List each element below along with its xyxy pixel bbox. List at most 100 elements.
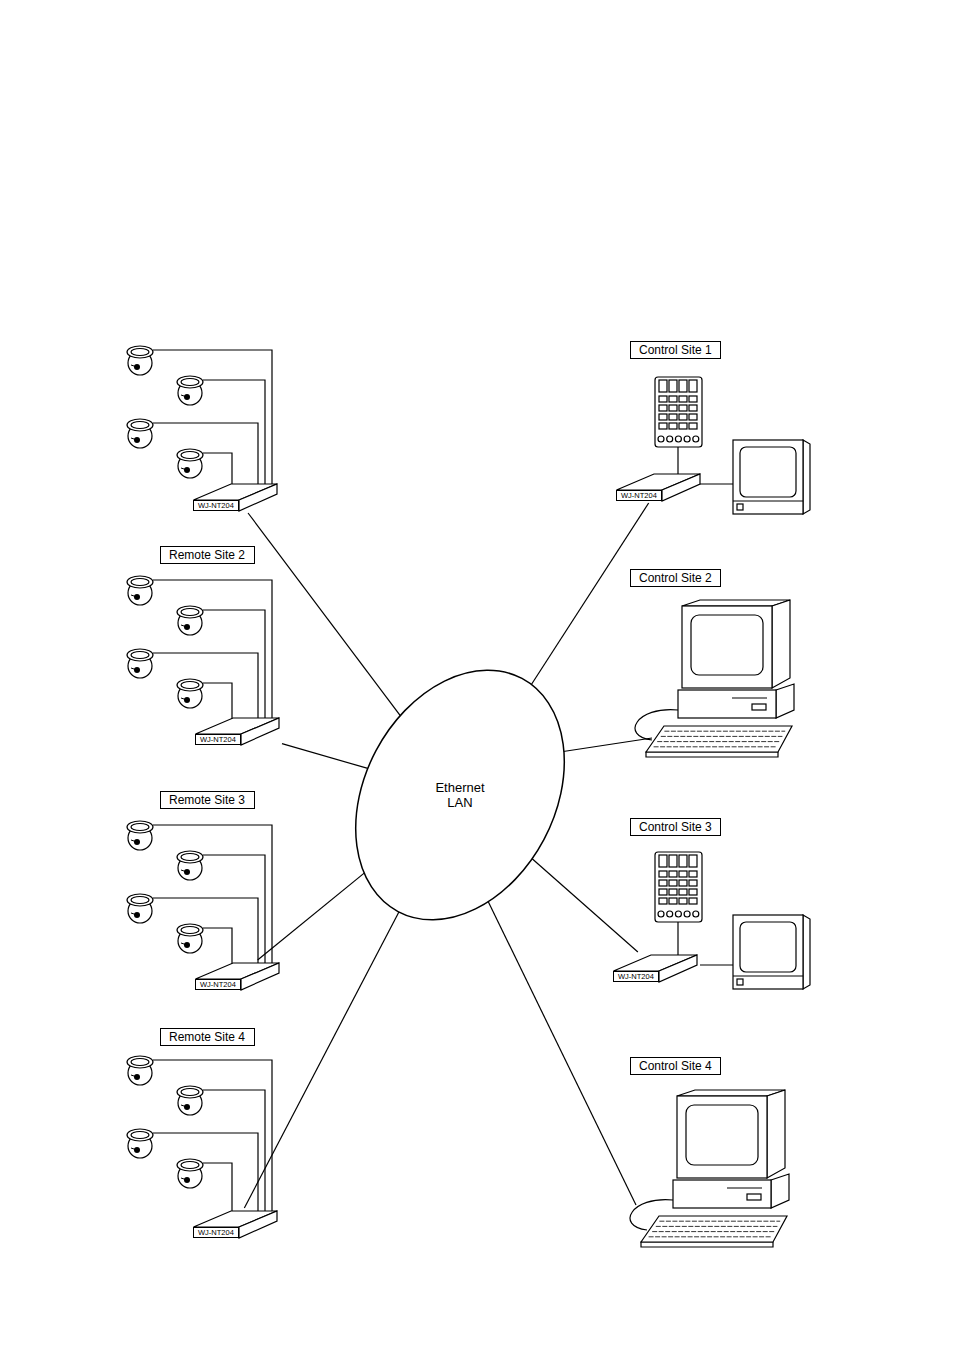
network-cable	[560, 738, 652, 752]
controller-button	[675, 911, 681, 917]
monitor-control	[737, 979, 743, 985]
unit-model: WJ-NT204	[613, 971, 659, 982]
controller-key	[689, 423, 697, 429]
controller-key	[659, 405, 667, 411]
controller-key	[659, 423, 667, 429]
camera-mount-inner	[131, 579, 149, 586]
cpu-drive	[752, 704, 766, 710]
site-name: Remote Site 3	[160, 791, 255, 809]
keyboard-edge	[646, 752, 778, 757]
controller-display	[689, 380, 697, 392]
keyboard-row	[649, 1236, 772, 1237]
camera-lens-line	[181, 625, 187, 627]
controller-key	[659, 396, 667, 402]
camera-lens-line	[131, 913, 137, 915]
controller-key	[669, 880, 677, 886]
network-cable	[282, 744, 368, 769]
monitor-front	[682, 606, 772, 688]
network-unit: WJ-NT204	[195, 961, 281, 991]
unit-side	[239, 484, 277, 511]
dome-camera	[127, 1129, 153, 1158]
unit-side	[241, 963, 279, 990]
controller-key	[659, 889, 667, 895]
network-unit: WJ-NT204	[195, 716, 281, 746]
cpu-side	[771, 1174, 789, 1208]
monitor-panel	[733, 976, 803, 977]
camera-lens-line	[181, 468, 187, 470]
site-name: Control Site 1	[630, 341, 721, 359]
camera-mount-inner	[181, 927, 199, 934]
keyboard-row	[661, 736, 783, 737]
controller-key	[659, 414, 667, 420]
camera-cable	[203, 683, 232, 722]
monitor-cable	[700, 964, 733, 965]
dome-camera	[127, 1056, 153, 1085]
controller-key	[679, 396, 687, 402]
camera-mount	[127, 894, 153, 906]
camera-cable	[153, 350, 272, 488]
camera-mount-inner	[131, 824, 149, 831]
camera-lens-line	[181, 698, 187, 700]
controller-key	[689, 880, 697, 886]
controller-body	[655, 377, 702, 447]
network-cable	[258, 873, 365, 960]
camera-mount-inner	[181, 682, 199, 689]
network-cable	[531, 503, 648, 684]
site-name: Control Site 3	[630, 818, 721, 836]
unit-side	[662, 474, 700, 501]
network-unit: WJ-NT204	[193, 482, 279, 512]
camera-cable	[203, 1163, 232, 1215]
camera-cable	[203, 453, 232, 488]
cpu-front	[678, 690, 776, 718]
monitor-side	[803, 915, 810, 989]
camera-mount	[177, 606, 203, 618]
controller-key	[669, 396, 677, 402]
camera-cable	[153, 653, 258, 722]
monitor-side	[772, 600, 790, 688]
camera-mount	[127, 1056, 153, 1068]
monitor-screen	[691, 615, 763, 675]
network-unit: WJ-NT204	[613, 953, 699, 983]
keyboard-row	[657, 741, 779, 742]
monitor-side	[803, 440, 810, 514]
keyboard-row	[652, 1231, 774, 1232]
camera-mount-inner	[131, 349, 149, 356]
controller-button	[684, 436, 690, 442]
dome-camera	[177, 1086, 203, 1115]
network-label: Ethernet LAN	[425, 780, 495, 810]
controller-key	[679, 405, 687, 411]
camera-cable	[153, 1060, 272, 1215]
dome-camera	[177, 851, 203, 880]
monitor-control	[737, 504, 743, 510]
dome-camera	[127, 649, 153, 678]
camera-mount-inner	[181, 1162, 199, 1169]
camera-cable	[203, 610, 265, 722]
camera-cable	[203, 928, 232, 967]
site-name: Control Site 2	[630, 569, 721, 587]
keyboard-edge	[641, 1242, 773, 1247]
dome-camera	[127, 346, 153, 375]
monitor-screen	[740, 447, 796, 497]
controller-button	[675, 436, 681, 442]
controller-button	[684, 911, 690, 917]
controller-key	[669, 405, 677, 411]
camera-cable	[153, 580, 272, 722]
camera-mount-inner	[181, 854, 199, 861]
monitor-front	[733, 915, 803, 989]
camera-mount	[177, 679, 203, 691]
camera-mount	[177, 1086, 203, 1098]
controller-display	[679, 380, 687, 392]
camera-mount	[177, 1159, 203, 1171]
network-unit: WJ-NT204	[616, 472, 702, 502]
camera-cable	[153, 898, 258, 967]
camera-mount	[127, 1129, 153, 1141]
controller-key	[689, 414, 697, 420]
network-cable	[244, 912, 399, 1208]
controller-key	[679, 871, 687, 877]
site-name: Remote Site 4	[160, 1028, 255, 1046]
controller-key	[659, 871, 667, 877]
camera-lens-line	[131, 365, 137, 367]
keyboard-row	[656, 1226, 778, 1227]
unit-model: WJ-NT204	[193, 500, 239, 511]
site-name: Control Site 4	[630, 1057, 721, 1075]
